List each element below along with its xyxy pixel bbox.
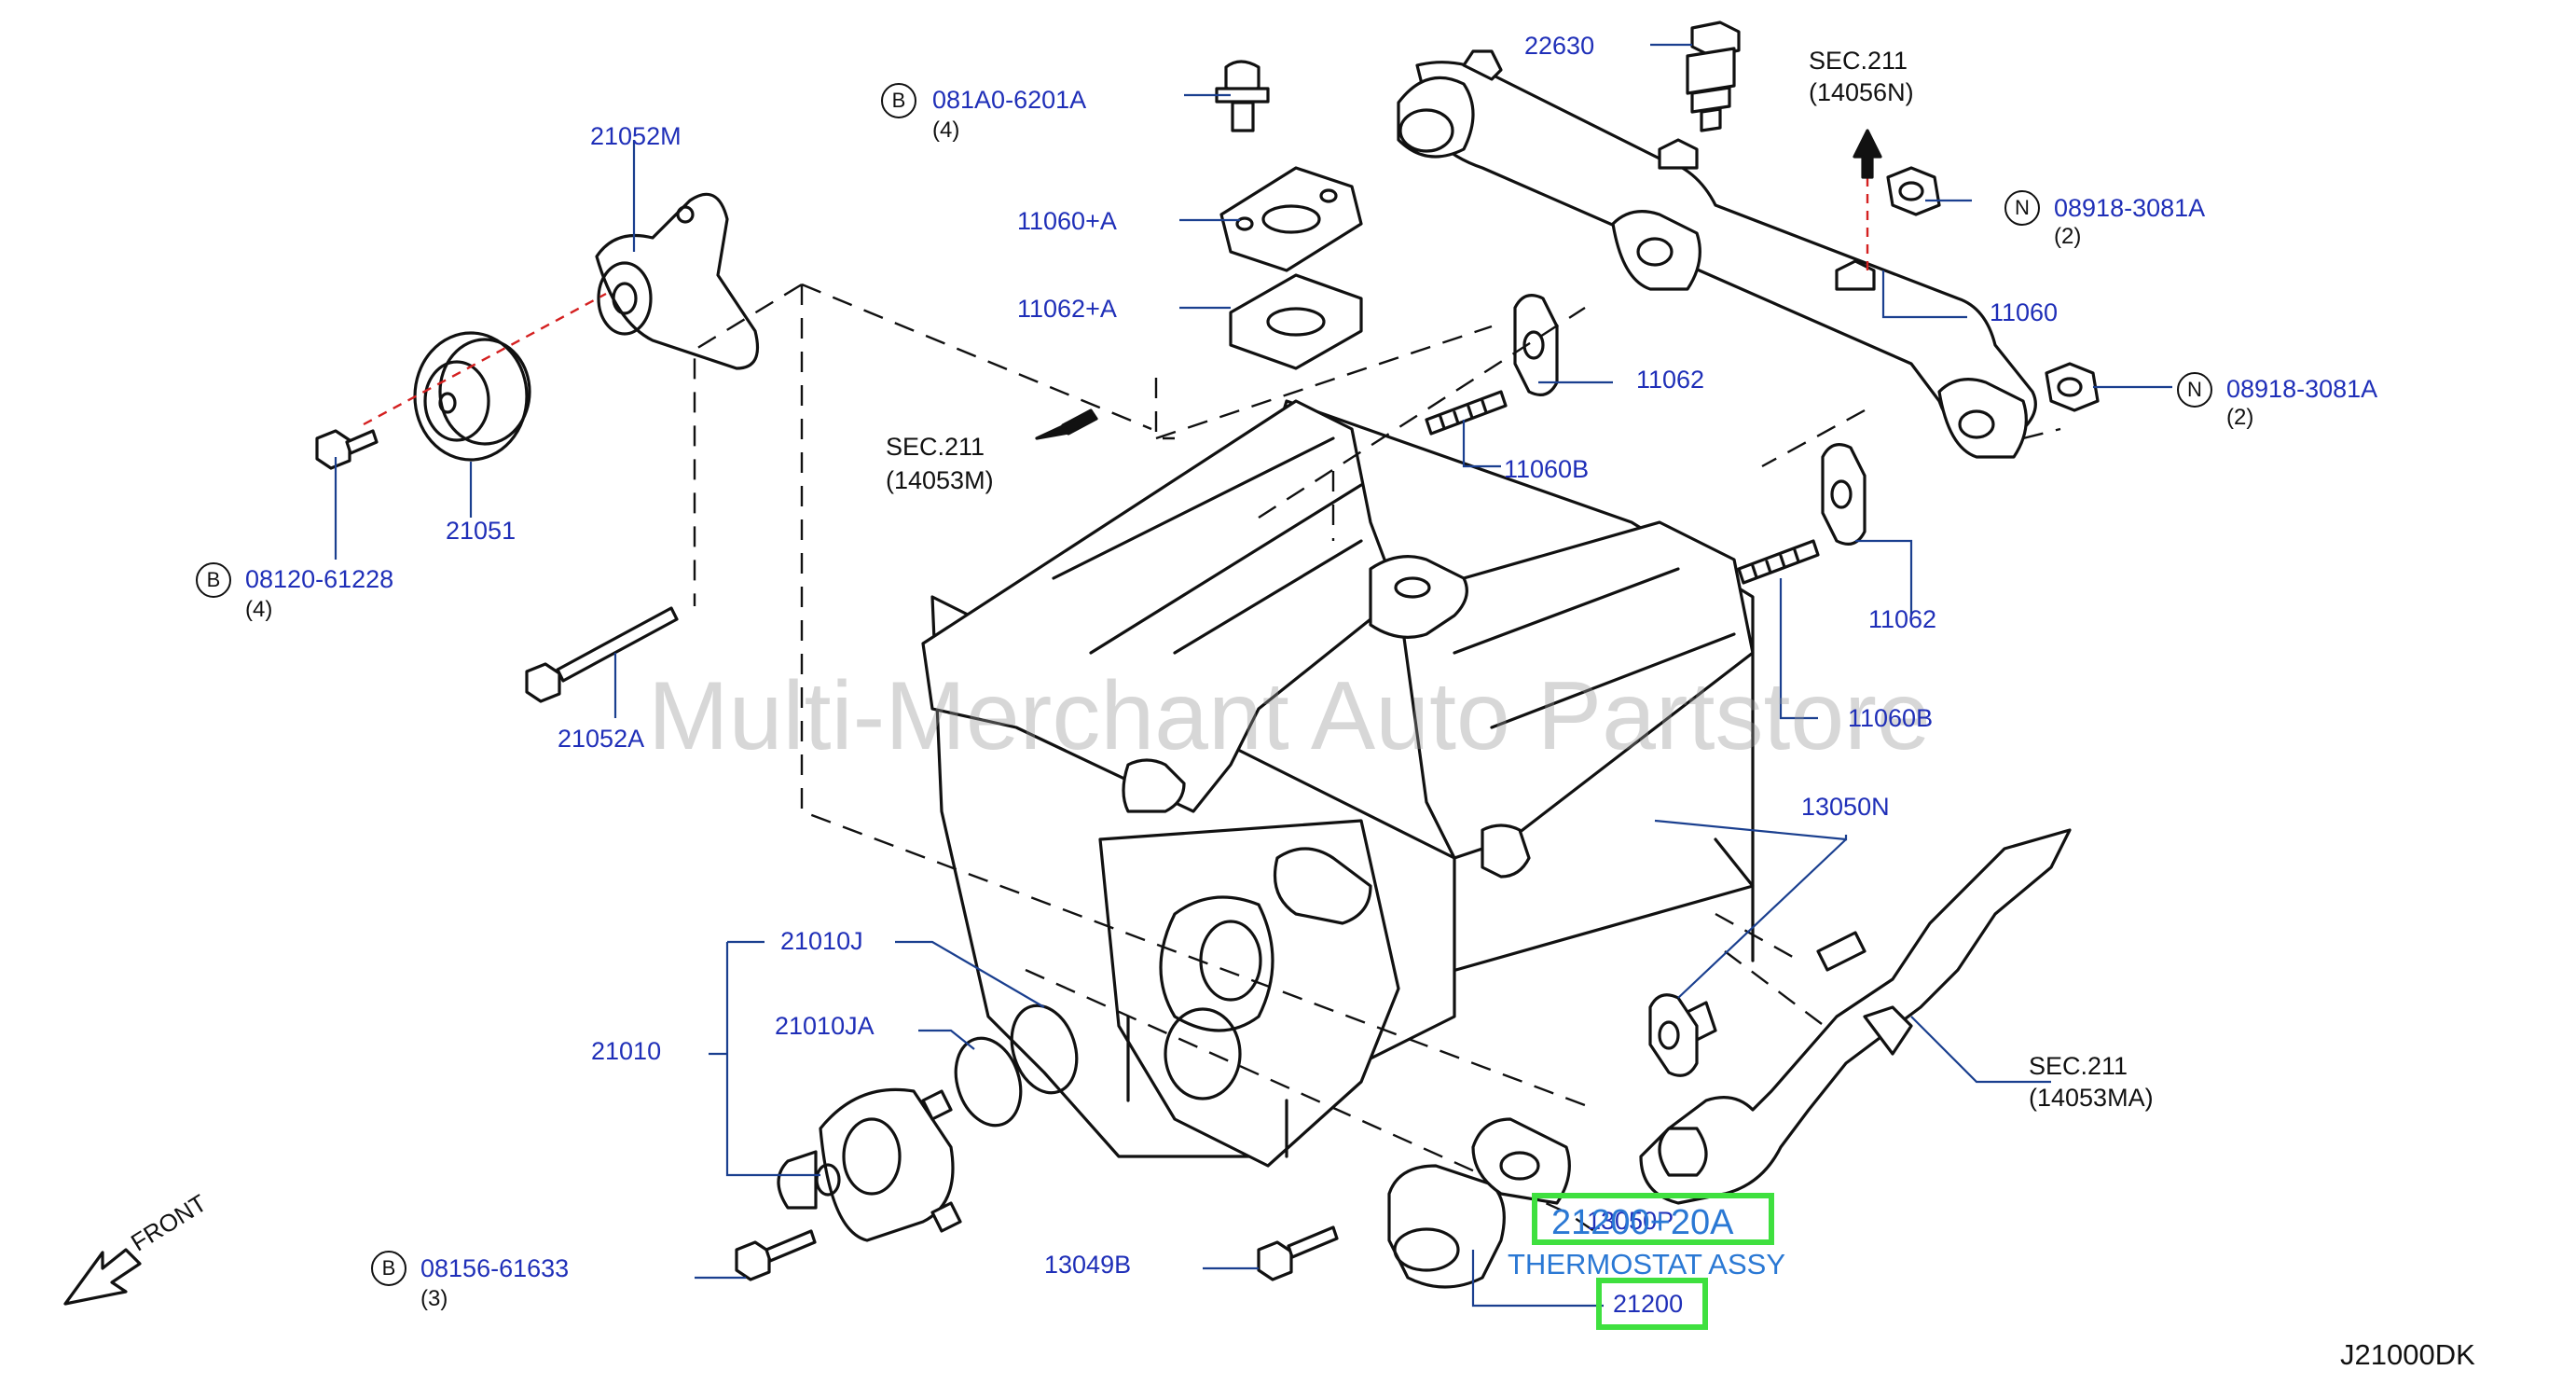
pulley-21051 [413,331,531,462]
nut-08918-top [1886,166,1941,216]
label-11060b-bottom[interactable]: 11060B [1848,704,1934,732]
diagram-code: J21000DK [2340,1338,2475,1371]
label-21010j[interactable]: 21010J [780,927,863,955]
label-21010[interactable]: 21010 [591,1037,662,1065]
thermostat-housing-21200 [1387,1164,1506,1289]
label-081a0-6201a[interactable]: 081A0-6201A [932,86,1087,114]
qty-08156: (3) [420,1286,448,1311]
sensor-22630 [1686,21,1741,132]
qty-08918-top: (2) [2054,224,2082,249]
label-13050p-overlap: 13050P [1587,1207,1674,1235]
badge-b-08120: B [196,562,231,598]
bolt-081a0 [1215,60,1270,132]
label-21010ja[interactable]: 21010JA [775,1012,875,1040]
engine-block [921,399,1755,1168]
gasket-13050n [1648,993,1699,1077]
label-08156-61633[interactable]: 08156-61633 [420,1254,570,1282]
front-arrow-icon [63,1248,142,1306]
label-08918-bottom[interactable]: 08918-3081A [2226,375,2378,403]
label-21052a[interactable]: 21052A [558,725,645,753]
highlight-box-21200 [1596,1278,1708,1330]
bolt-08156 [735,1229,817,1281]
label-21200[interactable]: 21200 [1613,1290,1684,1318]
label-sec211-left: SEC.211 [886,433,985,461]
label-11060b-top[interactable]: 11060B [1504,455,1590,483]
label-08120-61228[interactable]: 08120-61228 [245,565,394,593]
bolt-13049b [1257,1225,1339,1281]
label-13049b[interactable]: 13049B [1044,1251,1132,1279]
label-14053ma: (14053MA) [2029,1084,2154,1112]
label-08918-top[interactable]: 08918-3081A [2054,194,2206,222]
label-21200-20a[interactable]: 21200+20A [1551,1203,1734,1242]
gasket-11062a [1229,273,1363,370]
label-13050n[interactable]: 13050N [1801,793,1890,821]
label-sec211-right: SEC.211 [2029,1052,2128,1080]
water-pipe-11060 [1397,49,2037,459]
label-11062a[interactable]: 11062+A [1017,295,1117,323]
bolt-08120 [315,429,379,470]
label-11062-top[interactable]: 11062 [1636,366,1705,394]
label-21051[interactable]: 21051 [446,517,517,545]
label-11062-bottom[interactable]: 11062 [1868,605,1937,633]
arrow-left-icon [1035,408,1098,440]
alignment-line-pulley [363,292,607,426]
nut-08918-bottom [2045,362,2100,412]
qty-08918-bottom: (2) [2226,405,2254,430]
label-14056n: (14056N) [1809,78,1914,106]
qty-08120: (4) [245,597,273,622]
arrow-up-icon [1853,129,1882,179]
badge-n-08918-top: N [2004,190,2040,226]
gasket-thermostat [1471,1117,1571,1205]
qty-081a0: (4) [932,118,960,143]
stud-11060b-lower [1737,539,1820,585]
label-11060a[interactable]: 11060+A [1017,207,1117,235]
label-11060[interactable]: 11060 [1990,298,2059,326]
gasket-11062-lower [1821,443,1867,546]
water-pump-21010 [777,1087,962,1242]
highlight-box-21200-20a [1532,1193,1774,1245]
leader-lines [334,43,2172,1308]
o-ring-21010ja [954,1036,1023,1128]
label-sec211-top: SEC.211 [1809,47,1908,75]
label-14053m: (14053M) [886,466,994,494]
stud-11060b-upper [1425,390,1508,436]
badge-n-08918-bottom: N [2177,372,2212,408]
bolt-21052a [525,606,679,703]
water-pump-bracket-21052m [595,192,760,370]
construction-lines [693,283,2061,1232]
badge-b-081a0: B [881,83,916,118]
label-thermostat-assy[interactable]: THERMOSTAT ASSY [1508,1248,1785,1280]
label-22630[interactable]: 22630 [1524,32,1595,60]
outlet-11060a [1219,166,1363,272]
badge-b-08156: B [371,1251,406,1286]
gasket-11062-upper [1513,294,1559,396]
watermark: Multi-Merchant Auto Partstore [648,662,1931,770]
label-21052m[interactable]: 21052M [590,122,682,150]
o-ring-21010j [1010,1003,1079,1095]
